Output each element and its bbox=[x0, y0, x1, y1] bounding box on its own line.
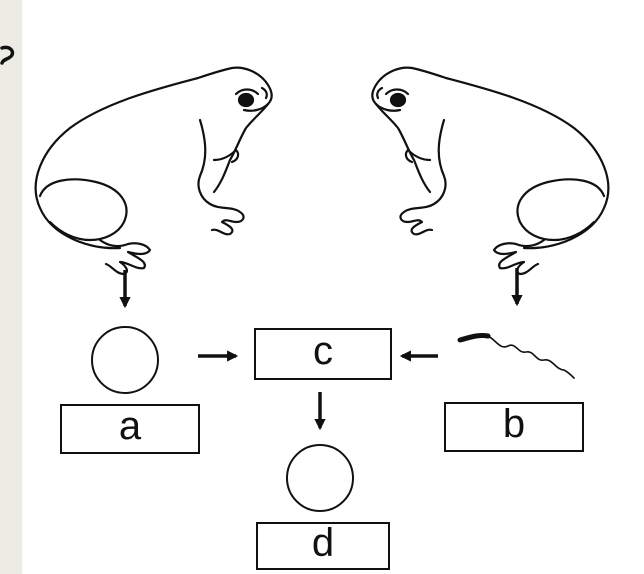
label-d: d bbox=[311, 521, 335, 565]
label-box-d: d bbox=[256, 522, 390, 570]
zygote-circle bbox=[286, 444, 354, 512]
frog-icon-left bbox=[34, 66, 273, 276]
bullet-icon bbox=[0, 45, 15, 65]
label-box-b: b bbox=[444, 402, 584, 452]
label-a: a bbox=[118, 404, 142, 448]
egg-circle bbox=[91, 326, 159, 394]
frog-icon-right bbox=[371, 66, 610, 276]
label-box-c: c bbox=[254, 328, 392, 380]
label-c: c bbox=[313, 329, 333, 373]
label-b: b bbox=[502, 402, 526, 446]
label-box-a: a bbox=[60, 404, 200, 454]
sperm-icon bbox=[457, 333, 575, 379]
